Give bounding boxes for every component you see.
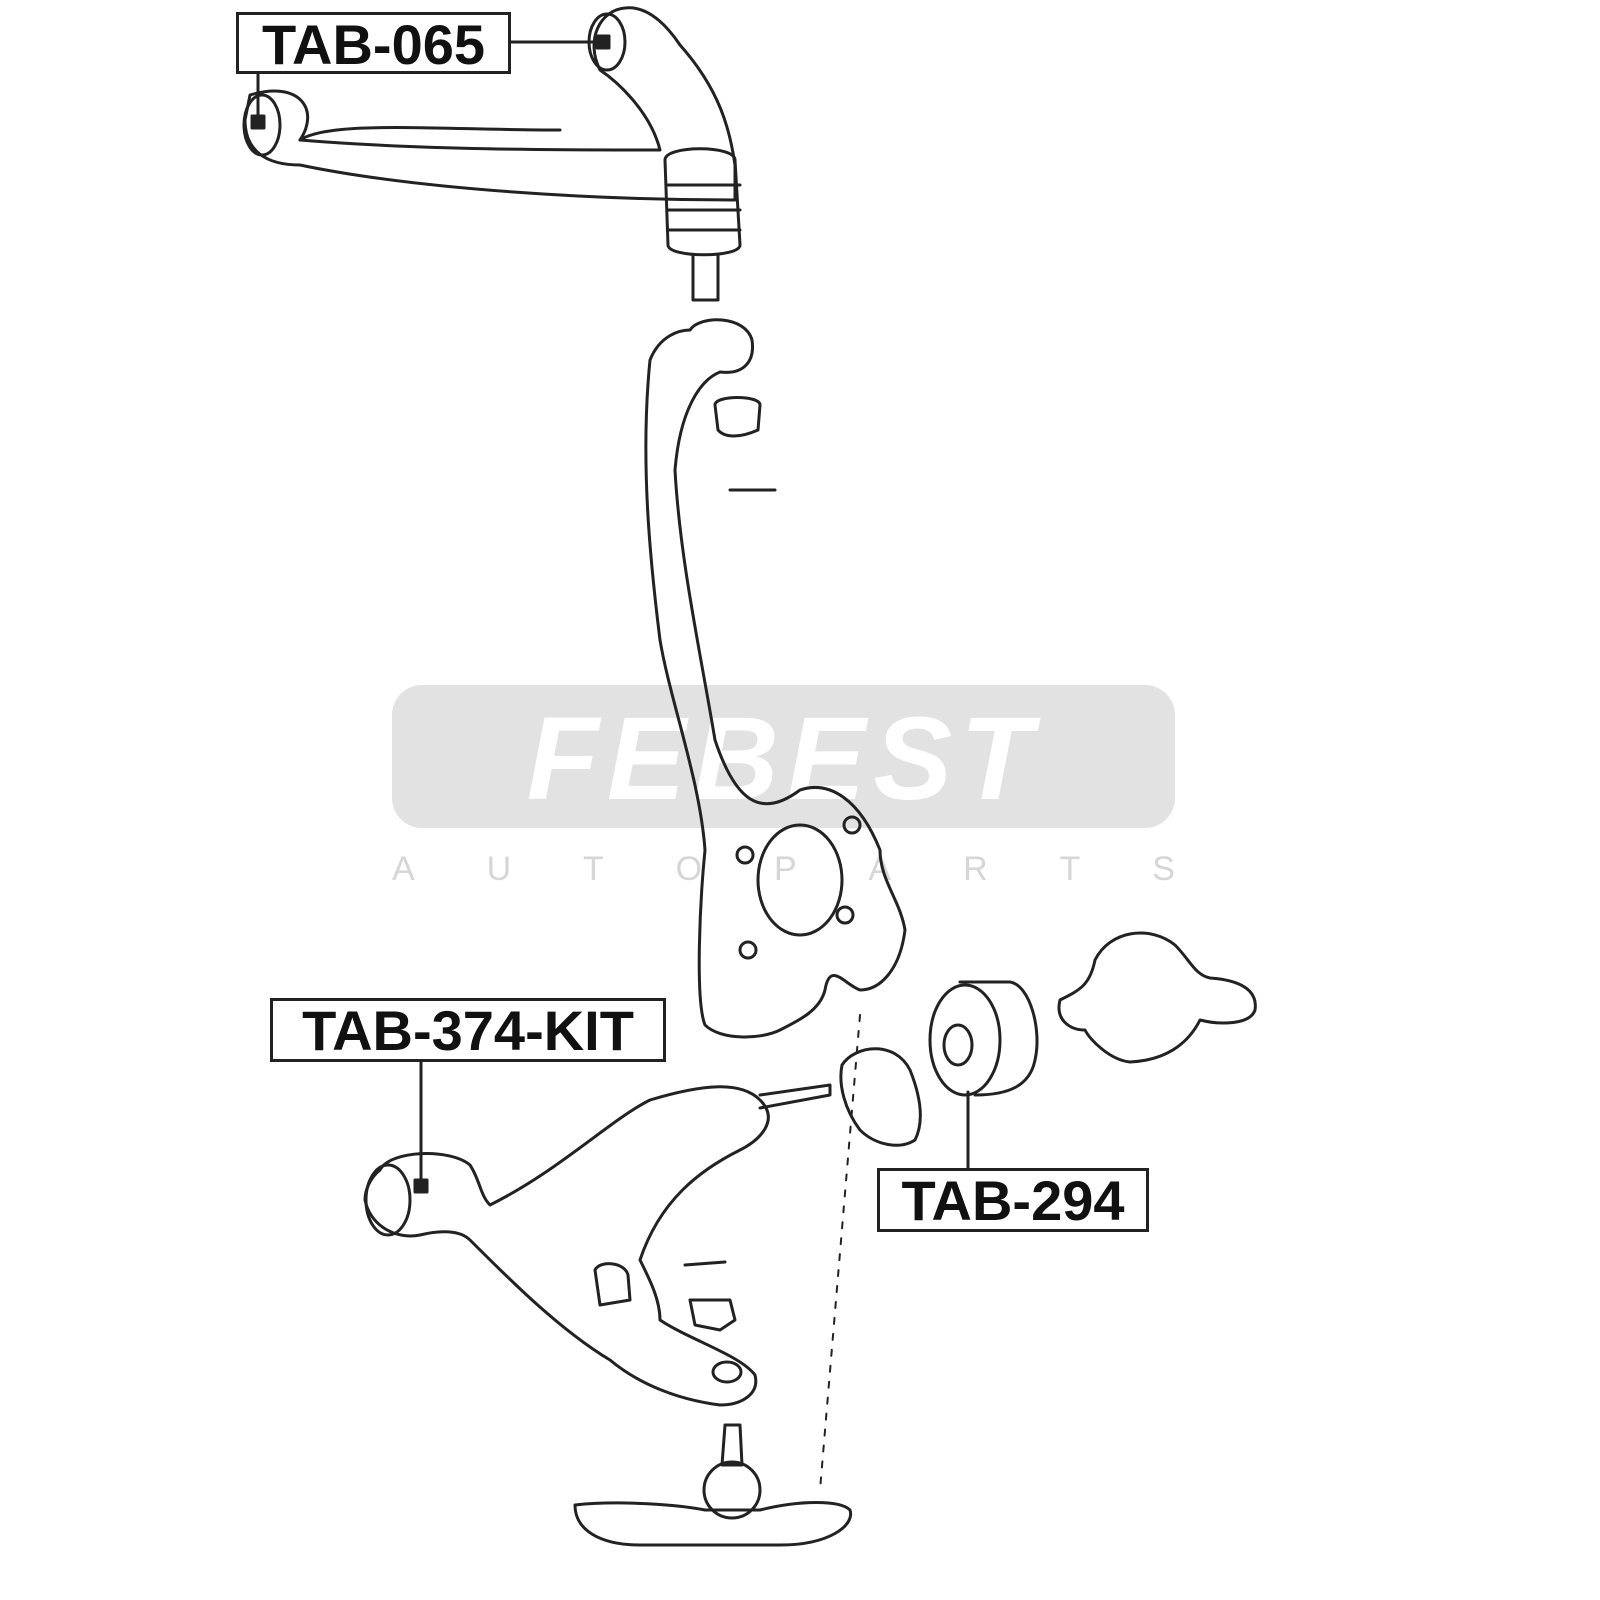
upper-control-arm [242,6,742,302]
wm-letter: P [773,850,797,888]
leader-lines [250,34,970,1194]
part-label-tab-294[interactable]: TAB-294 [877,1168,1149,1232]
part-label-tab-374-kit[interactable]: TAB-374-KIT [270,998,666,1062]
steering-knuckle [644,318,907,1039]
wm-letter: R [963,850,988,888]
lower-control-arm [363,1083,832,1407]
bushing-bracket [1057,931,1257,1064]
wm-letter: U [486,850,512,888]
alignment-line [819,1014,861,1491]
watermark-logo: FEBEST [392,685,1175,828]
rear-bushing [928,980,1039,1097]
watermark-subtitle: A U T O P A R T S [392,850,1175,889]
wm-letter: S [1152,850,1175,888]
mounting-plate [839,1047,922,1147]
part-label-tab-065[interactable]: TAB-065 [236,12,511,74]
wm-letter: A [392,850,415,888]
ball-joint [573,1423,853,1547]
wm-letter: T [1059,850,1081,888]
wm-letter: T [583,850,604,888]
wm-letter: O [675,850,703,888]
